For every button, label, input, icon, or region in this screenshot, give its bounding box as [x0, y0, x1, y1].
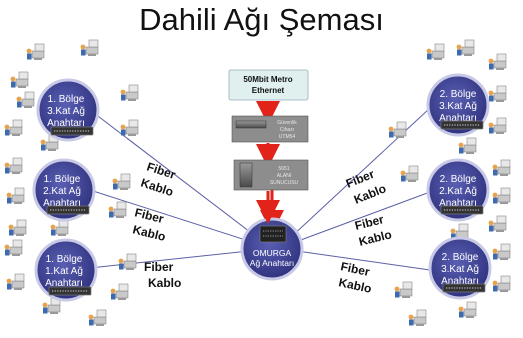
security-label-line3: UTM54 — [279, 134, 296, 140]
user-at-computer-icon — [16, 91, 35, 109]
node-label-line2: 3.Kat Ağ — [439, 101, 477, 112]
node-label-line2: 3.Kat Ağ — [47, 106, 85, 117]
user-at-computer-icon — [80, 39, 99, 57]
node-right-0: 2. Bölge 3.Kat Ağ Anahtarı — [426, 73, 490, 137]
core-label-line1: OMURGA — [253, 248, 292, 258]
user-at-computer-icon — [50, 219, 69, 237]
user-at-computer-icon — [458, 137, 477, 155]
node-label-line1: 2. Bölge — [440, 174, 477, 185]
user-at-computer-icon — [118, 253, 137, 271]
user-at-computer-icon — [408, 309, 427, 327]
user-at-computer-icon — [120, 84, 139, 102]
node-label-line1: 1. Bölge — [46, 254, 83, 265]
cable-label-right-mid-1: Fiber — [353, 212, 385, 233]
cable-label-right-bot-1: Fiber — [339, 259, 371, 279]
user-at-computer-icon — [108, 201, 127, 219]
link-left-mid — [89, 189, 259, 245]
node-label-line1: 1. Bölge — [48, 94, 85, 105]
node-label-line2: 2.Kat Ağ — [43, 186, 81, 197]
user-at-computer-icon — [488, 215, 507, 233]
server-label-line1: 5651 — [278, 166, 289, 172]
server-label-line2: ALANI — [277, 173, 291, 179]
node-label-line1: 2. Bölge — [442, 252, 479, 263]
node-label-line3: Anahtarı — [441, 276, 479, 287]
user-at-computer-icon — [26, 43, 45, 61]
log-server-box: 5651 ALANI SUNUCUSU — [233, 159, 309, 191]
user-at-computer-icon — [4, 239, 23, 257]
security-label-line1: Güvenlik — [277, 120, 297, 126]
network-switch-icon — [50, 126, 94, 136]
link-right-top — [289, 107, 431, 239]
node-label-line2: 1.Kat Ağ — [45, 266, 83, 277]
node-label-line3: Anahtarı — [439, 113, 477, 124]
cable-label-left-mid-1: Fiber — [133, 205, 165, 226]
node-label-line1: 1. Bölge — [44, 174, 81, 185]
firewall-icon — [235, 120, 267, 129]
link-left-bot — [89, 249, 259, 269]
user-at-computer-icon — [400, 165, 419, 183]
cable-label-right-bot-2: Kablo — [337, 275, 373, 296]
network-switch-icon — [48, 286, 92, 296]
node-left-2: 1. Bölge 1.Kat Ağ Anahtarı — [34, 238, 98, 302]
user-at-computer-icon — [456, 39, 475, 57]
user-at-computer-icon — [488, 85, 507, 103]
user-at-computer-icon — [112, 173, 131, 191]
user-at-computer-icon — [488, 117, 507, 135]
core-switch-icon — [259, 225, 287, 243]
node-label-line3: Anahtarı — [47, 118, 85, 129]
network-switch-icon — [440, 120, 484, 130]
network-switch-icon — [440, 205, 484, 215]
node-right-2: 2. Bölge 3.Kat Ağ Anahtarı — [428, 236, 492, 300]
node-left-1: 1. Bölge 2.Kat Ağ Anahtarı — [32, 158, 96, 222]
user-at-computer-icon — [110, 283, 129, 301]
node-label-line3: Anahtarı — [439, 198, 477, 209]
user-at-computer-icon — [10, 71, 29, 89]
user-at-computer-icon — [488, 53, 507, 71]
link-left-top — [89, 109, 259, 239]
security-label-line2: Cihazı — [280, 127, 294, 133]
node-label-line3: Anahtarı — [45, 278, 83, 289]
network-switch-icon — [46, 205, 90, 215]
node-label-line3: Anahtarı — [43, 198, 81, 209]
node-core: OMURGA Ağ Anahtarı — [240, 217, 304, 281]
node-label-line2: 2.Kat Ağ — [439, 186, 477, 197]
server-label-line3: SUNUCUSU — [270, 180, 299, 186]
network-switch-icon — [442, 283, 486, 293]
user-at-computer-icon — [394, 281, 413, 299]
node-right-1: 2. Bölge 2.Kat Ağ Anahtarı — [426, 158, 490, 222]
user-at-computer-icon — [4, 119, 23, 137]
user-at-computer-icon — [458, 301, 477, 319]
user-at-computer-icon — [4, 157, 23, 175]
link-right-bot — [289, 249, 431, 271]
user-at-computer-icon — [492, 187, 511, 205]
security-device-box: Güvenlik Cihazı UTM54 — [231, 115, 309, 143]
node-left-0: 1. Bölge 3.Kat Ağ Anahtarı — [36, 78, 100, 142]
user-at-computer-icon — [120, 119, 139, 137]
user-at-computer-icon — [6, 273, 25, 291]
user-at-computer-icon — [42, 297, 61, 315]
user-at-computer-icon — [492, 275, 511, 293]
user-at-computer-icon — [8, 219, 27, 237]
user-at-computer-icon — [426, 43, 445, 61]
metro-label-line1: 50Mbit Metro — [243, 75, 292, 84]
link-right-mid — [289, 191, 431, 245]
cable-label-left-bot-1: Fiber — [144, 260, 174, 274]
user-at-computer-icon — [388, 121, 407, 139]
metro-ethernet-box: 50Mbit Metro Ethernet — [228, 69, 309, 101]
core-label-line2: Ağ Anahtarı — [250, 258, 294, 268]
user-at-computer-icon — [492, 159, 511, 177]
diagram-title: Dahili Ağı Şeması — [139, 2, 384, 37]
cable-label-left-bot-2: Kablo — [148, 276, 181, 290]
user-at-computer-icon — [492, 243, 511, 261]
node-label-line1: 2. Bölge — [440, 89, 477, 100]
metro-label-line2: Ethernet — [252, 86, 285, 95]
node-label-line2: 3.Kat Ağ — [441, 264, 479, 275]
user-at-computer-icon — [6, 187, 25, 205]
user-at-computer-icon — [88, 309, 107, 327]
server-tower-icon — [239, 162, 253, 188]
